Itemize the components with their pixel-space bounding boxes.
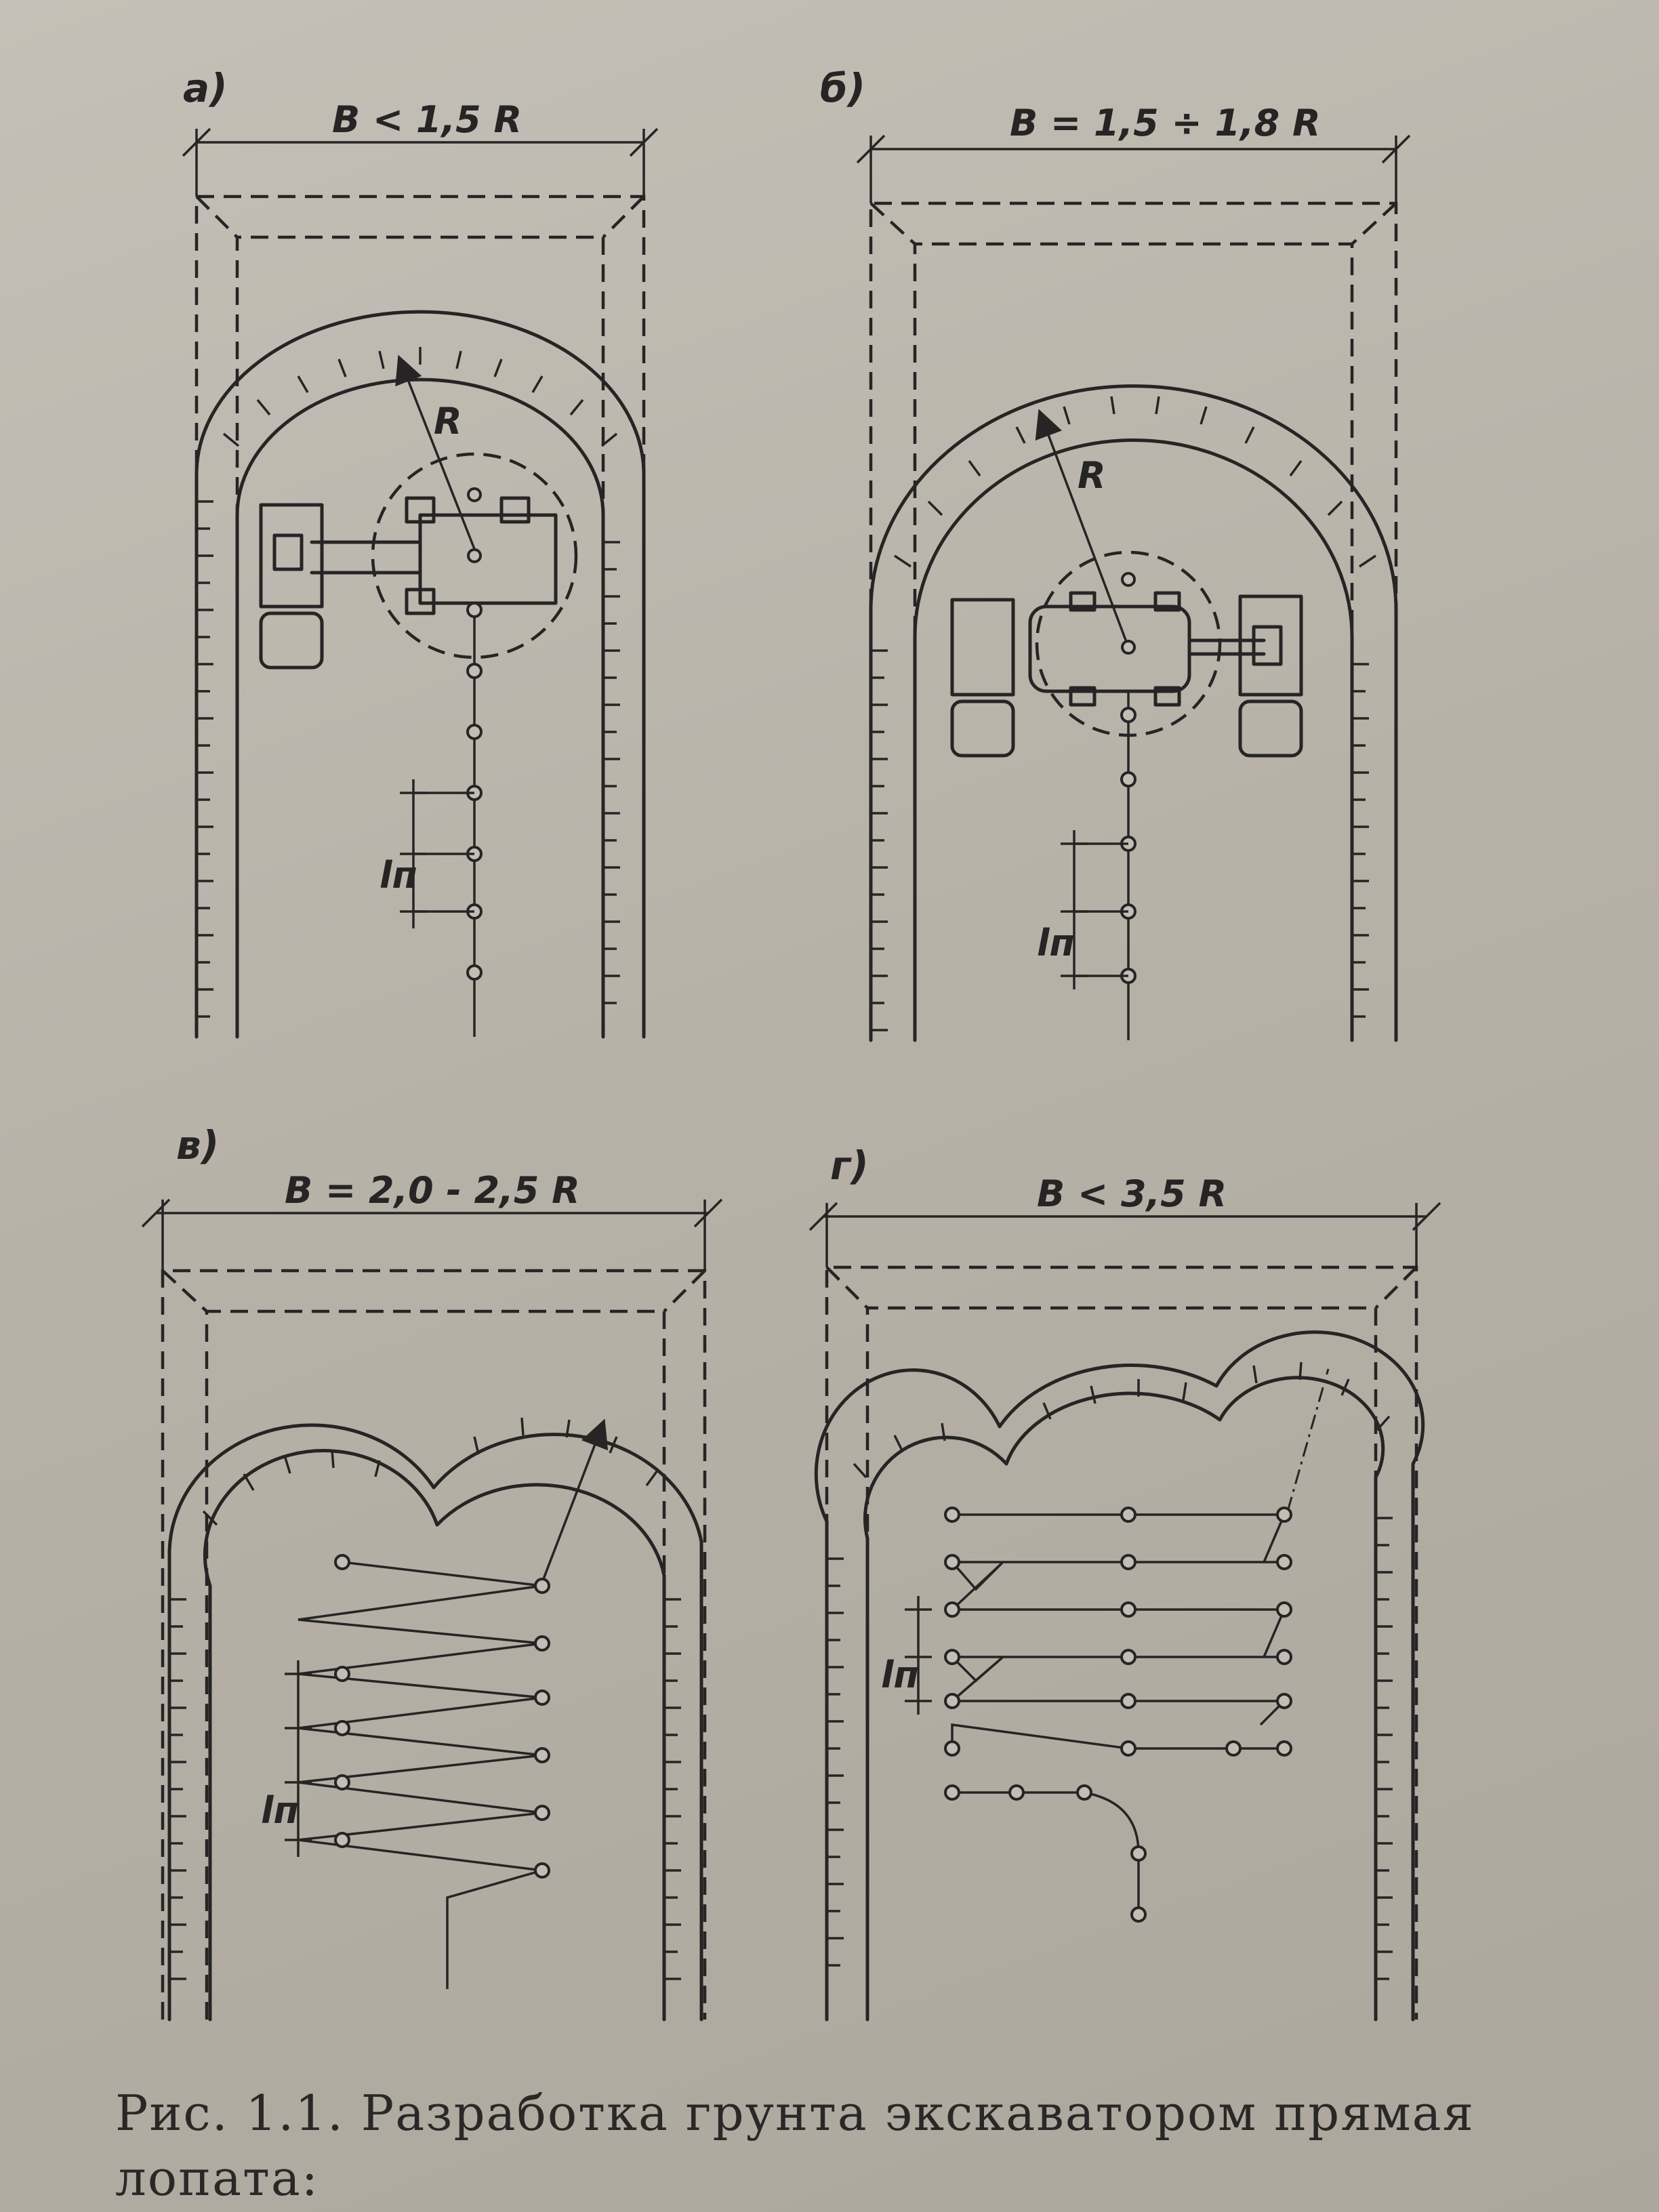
- panel-v-face-inner: [203, 1449, 666, 2022]
- panel-g-reach-line: [1286, 1368, 1330, 1512]
- panel-a-letter: а): [183, 65, 228, 111]
- panel-v: в) B = 2,0 - 2,5 R: [141, 1122, 723, 2022]
- panel-a: а) B < 1,5 R R: [182, 65, 659, 1039]
- panel-g-outer-contour: [825, 1265, 1418, 2020]
- panel-v-letter: в): [176, 1122, 219, 1168]
- panel-b-face-outer: [869, 384, 1398, 1042]
- panel-v-stop-points: [334, 1554, 550, 1879]
- panel-a-step-label: lп: [380, 854, 417, 897]
- panel-a-step-dimension: [400, 779, 474, 928]
- panel-v-width-dimension: [141, 1198, 723, 1271]
- panel-v-zigzag-path: [298, 1561, 543, 1989]
- panel-b-wall-hatching: [871, 396, 1376, 1031]
- panel-b-dump-truck-right: [1238, 594, 1303, 758]
- panel-g-face-inner: [863, 1376, 1385, 2022]
- panel-a-wall-hatching: [197, 347, 620, 1018]
- panel-g-cut-paths: [951, 1513, 1288, 1914]
- panel-g-inner-contour: [865, 1306, 1378, 2020]
- panel-g-wall-hatching: [827, 1361, 1393, 1980]
- panel-a-excavator: [310, 452, 578, 659]
- panel-b-step-dimension: [1061, 830, 1128, 989]
- panel-a-stop-points: [466, 602, 483, 981]
- panel-a-inner-contour: [235, 235, 605, 1037]
- figure-caption: Рис. 1.1. Разработка грунта экскаватором…: [115, 2081, 1572, 2211]
- panel-g-letter: г): [830, 1143, 869, 1189]
- caption-line-1: Рис. 1.1. Разработка грунта экскаватором…: [115, 2085, 1475, 2142]
- panel-v-width-label: B = 2,0 - 2,5 R: [285, 1169, 580, 1212]
- panel-v-reach-arrow: [541, 1418, 609, 1583]
- panel-b-excavator: [1028, 550, 1266, 737]
- panel-b: б) B = 1,5 ÷ 1,8 R R: [820, 65, 1411, 1042]
- panel-v-face-outer: [167, 1423, 703, 2022]
- panel-b-letter: б): [820, 65, 865, 111]
- panel-v-outer-contour: [161, 1269, 707, 2020]
- panel-a-radius-label: R: [434, 400, 462, 443]
- panel-a-face-inner: [235, 377, 605, 1039]
- panel-b-dump-truck-left: [950, 598, 1015, 758]
- panel-g-width-label: B < 3,5 R: [1037, 1172, 1227, 1215]
- panel-g-stop-points: [944, 1507, 1292, 1923]
- panel-a-width-dimension: [182, 127, 659, 197]
- panel-a-face-outer: [194, 310, 646, 1039]
- panel-g: г) B < 3,5 R: [808, 1143, 1441, 2022]
- panel-a-dump-truck: [259, 503, 324, 670]
- panel-b-width-label: B = 1,5 ÷ 1,8 R: [1010, 102, 1321, 144]
- panel-b-radius-label: R: [1078, 454, 1106, 497]
- panel-g-step-label: lп: [881, 1654, 919, 1696]
- panel-g-width-dimension: [808, 1202, 1441, 1267]
- panel-v-step-dimension: [285, 1660, 312, 1857]
- panel-b-step-label: lп: [1037, 922, 1075, 964]
- panel-v-step-label: lп: [261, 1789, 299, 1832]
- panel-b-width-dimension: [856, 134, 1411, 203]
- panel-a-radius-arrow: [395, 354, 476, 550]
- panel-a-width-label: B < 1,5 R: [332, 98, 522, 141]
- panel-g-step-dimension: [905, 1596, 932, 1715]
- panel-v-inner-contour: [205, 1309, 666, 2020]
- panel-b-radius-arrow: [1035, 409, 1130, 648]
- caption-line-2: лопата:: [115, 2150, 320, 2207]
- panel-b-face-inner: [913, 438, 1354, 1042]
- panel-g-face-outer: [814, 1330, 1425, 2022]
- panel-v-wall-hatching: [169, 1417, 681, 1980]
